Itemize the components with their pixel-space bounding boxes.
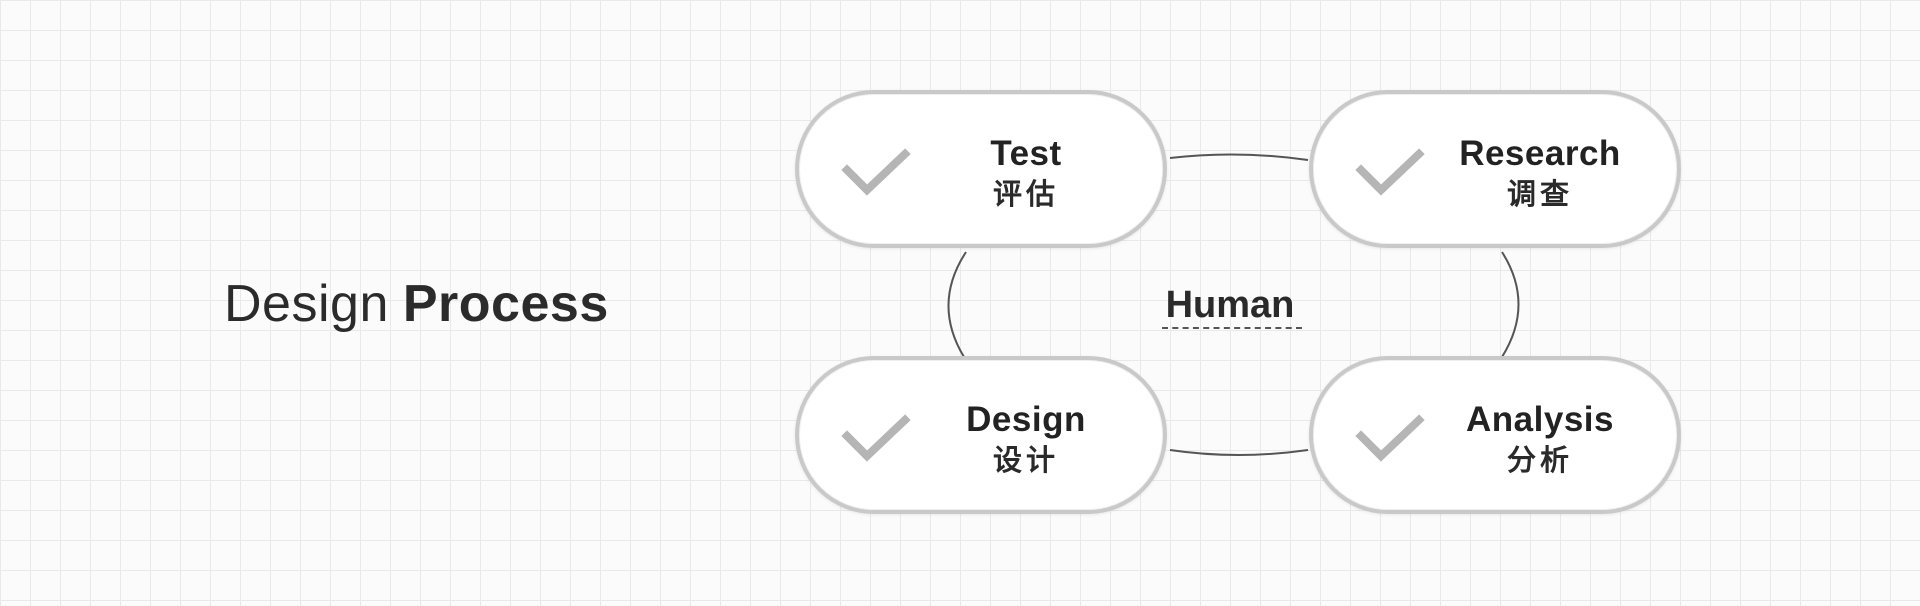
checkmark-icon <box>841 148 911 196</box>
node-design-label: Design <box>966 400 1086 439</box>
checkmark-icon <box>841 414 911 462</box>
node-test-label: Test <box>990 134 1062 173</box>
node-design: Design 设计 <box>795 356 1167 514</box>
checkmark-icon <box>1355 414 1425 462</box>
node-research: Research 调查 <box>1309 90 1681 248</box>
connector-design-test <box>947 251 967 358</box>
title-light-text: Design <box>224 275 389 333</box>
title-bold-text: Process <box>402 275 609 333</box>
connector-test-research <box>1169 153 1309 161</box>
node-test-label-zh: 评估 <box>992 179 1059 211</box>
checkmark-icon <box>1355 148 1425 196</box>
node-analysis: Analysis 分析 <box>1309 356 1681 514</box>
node-analysis-label: Analysis <box>1466 400 1614 439</box>
node-research-label: Research <box>1459 134 1621 173</box>
node-design-label-zh: 设计 <box>992 445 1059 477</box>
node-analysis-label-zh: 分析 <box>1506 445 1573 477</box>
connector-analysis-design <box>1169 449 1309 456</box>
center-label: Human <box>1165 284 1295 326</box>
node-test: Test 评估 <box>795 90 1167 248</box>
center-label-underline <box>1162 327 1302 329</box>
connector-research-analysis <box>1501 251 1520 358</box>
node-research-label-zh: 调查 <box>1506 179 1573 211</box>
